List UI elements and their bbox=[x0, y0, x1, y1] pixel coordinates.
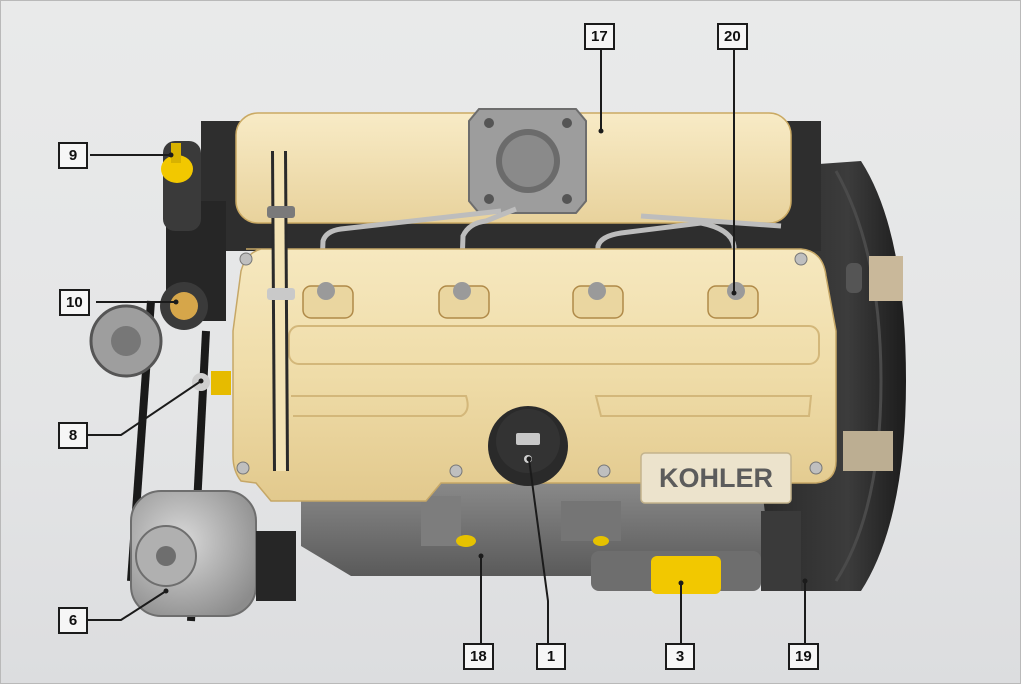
callout-1: 1 bbox=[536, 643, 566, 670]
callout-17: 17 bbox=[584, 23, 615, 50]
starter-motor bbox=[591, 511, 801, 594]
callout-9: 9 bbox=[58, 142, 88, 169]
brand-plate bbox=[640, 452, 792, 504]
leader-1 bbox=[528, 458, 549, 643]
callout-3: 3 bbox=[665, 643, 695, 670]
breather-tube bbox=[267, 150, 295, 472]
front-cover bbox=[232, 248, 837, 502]
leader-6 bbox=[87, 590, 167, 621]
alternator bbox=[130, 490, 296, 617]
callout-6: 6 bbox=[58, 607, 88, 634]
callout-8: 8 bbox=[58, 422, 88, 449]
leader-8 bbox=[87, 380, 202, 436]
fuel-filter bbox=[161, 141, 201, 231]
brand-logo: KOHLER bbox=[659, 463, 773, 493]
callout-19: 19 bbox=[788, 643, 819, 670]
callout-20: 20 bbox=[717, 23, 748, 50]
injection-pipes bbox=[318, 206, 782, 292]
rocker-cover bbox=[235, 108, 792, 224]
callout-10: 10 bbox=[59, 289, 90, 316]
callout-18: 18 bbox=[463, 643, 494, 670]
